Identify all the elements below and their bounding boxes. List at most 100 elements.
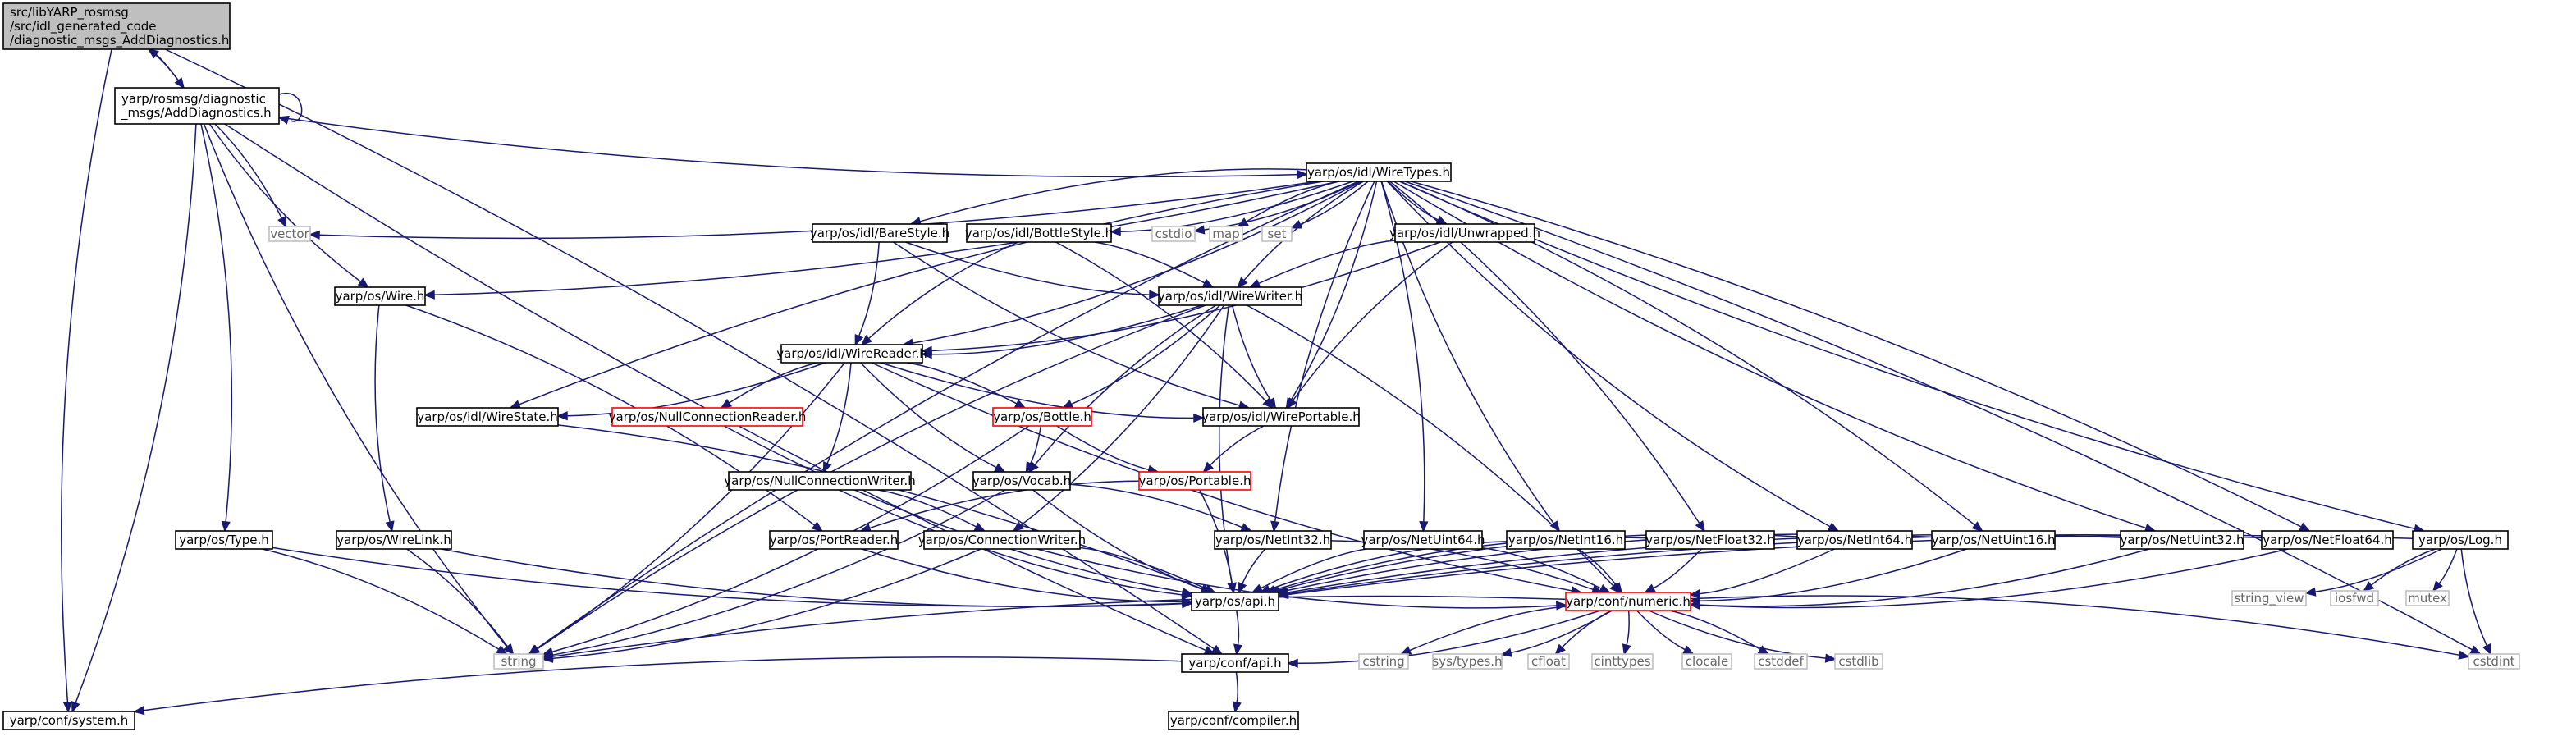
node-label: map [1212,226,1239,241]
edge-line [860,362,997,469]
edge-arrowhead [1270,520,1280,533]
edge-line [1699,548,1835,595]
node-conf_api[interactable]: yarp/conf/api.h [1181,653,1289,673]
node-netuint32[interactable]: yarp/os/NetUint32.h [2120,530,2244,550]
edge-line [1036,548,1558,609]
node-label: yarp/os/idl/BareStyle.h [810,226,949,240]
edge-line [374,304,391,523]
node-wireportable[interactable]: yarp/os/idl/WirePortable.h [1201,407,1361,427]
edge-line [2460,548,2487,647]
node-box [1138,471,1251,491]
node-cinttypes: cinttypes [1591,653,1654,670]
dependency-edge-wirereader-to-nullconnwriter [822,362,852,473]
node-netint16[interactable]: yarp/os/NetInt16.h [1506,530,1626,550]
edge-arrowhead [1013,399,1027,409]
dependency-edge-wiretypes-to-wirewriter [1237,181,1364,289]
node-portreader[interactable]: yarp/os/PortReader.h [769,530,899,550]
node-label: yarp/os/NetInt32.h [1215,533,1330,547]
node-cstdlib: cstdlib [1834,653,1883,670]
node-box [1214,530,1332,550]
edge-arrowhead [2432,580,2443,592]
node-nullconnwriter[interactable]: yarp/os/NullConnectionWriter.h [724,471,916,491]
node-netint64[interactable]: yarp/os/NetInt64.h [1796,530,1913,550]
dependency-edge-conf_api-to-conf_system [133,656,1183,716]
node-label: yarp/os/NetFloat64.h [2263,533,2392,547]
edge-arrowhead [1622,643,1631,656]
dependency-edge-barestyle-to-wireportable [893,241,1251,410]
node-connwriter[interactable]: yarp/os/ConnectionWriter.h [918,530,1086,550]
node-netfloat64[interactable]: yarp/os/NetFloat64.h [2261,530,2394,550]
node-type[interactable]: yarp/os/Type.h [175,530,273,550]
edge-line [1020,304,1225,526]
node-portable[interactable]: yarp/os/Portable.h [1138,471,1251,491]
node-label: iosfwd [2335,591,2374,606]
node-bottlestyle[interactable]: yarp/os/idl/BottleStyle.h [965,223,1113,243]
dependency-edge-numeric-to-cstddef [1669,610,1770,656]
dependency-edge-wirewriter-to-wireportable [1231,304,1277,409]
node-os_api[interactable]: yarp/os/api.h [1191,592,1279,611]
node-vocab[interactable]: yarp/os/Vocab.h [972,471,1071,491]
edge-line [858,241,880,337]
edge-arrowhead [2458,650,2470,660]
edge-arrowhead [309,230,320,240]
node-conf_system[interactable]: yarp/conf/system.h [2,711,135,730]
edge-line [880,362,1195,419]
edge-arrowhead [496,645,508,656]
node-wirelink[interactable]: yarp/os/WireLink.h [336,530,452,550]
node-label: cfloat [1531,654,1566,669]
node-unwrapped[interactable]: yarp/os/idl/Unwrapped.h [1389,223,1540,243]
node-netuint16[interactable]: yarp/os/NetUint16.h [1931,530,2056,550]
node-barestyle[interactable]: yarp/os/idl/BareStyle.h [810,223,949,243]
node-wirewriter[interactable]: yarp/os/idl/WireWriter.h [1158,286,1302,306]
node-netuint64[interactable]: yarp/os/NetUint64.h [1361,530,1485,550]
edge-line [919,168,1307,222]
node-compiler[interactable]: yarp/conf/compiler.h [1168,711,1299,730]
node-bottle[interactable]: yarp/os/Bottle.h [992,407,1092,427]
dependency-edge-wireportable-to-portable [1202,425,1265,473]
node-box [1202,407,1360,427]
dependency-edge-wirewriter-to-wirereader [921,304,1202,359]
node-box [1834,653,1883,670]
dependency-edge-log-to-mutex [2432,548,2458,592]
edge-line [1699,548,2289,609]
edge-arrowhead [221,520,231,533]
edge-line [1690,595,2460,656]
dependency-edge-root-to-conf_api [164,48,1224,656]
node-label: yarp/os/idl/Unwrapped.h [1389,226,1540,240]
node-wirestate[interactable]: yarp/os/idl/WireState.h [416,407,559,427]
edge-line [1209,425,1265,466]
node-label: yarp/os/idl/WireState.h [417,409,557,424]
edge-arrowhead [1290,220,1302,229]
node-box [1358,653,1409,670]
edge-line [877,489,977,528]
edge-line [61,48,112,703]
node-box [1191,592,1279,611]
dependency-edge-wiretypes-to-netint32 [1270,181,1375,533]
node-netint32[interactable]: yarp/os/NetInt32.h [1214,530,1332,550]
edge-line [724,425,1183,593]
node-add_h[interactable]: yarp/rosmsg/diagnostic_msgs/AddDiagnosti… [114,87,280,125]
edge-arrowhead [277,215,287,228]
node-box [2120,530,2244,550]
node-box [1432,653,1503,670]
node-wirereader[interactable]: yarp/os/idl/WireReader.h [776,344,927,364]
edge-line [536,304,1206,650]
node-label: yarp/os/NetInt64.h [1797,533,1912,547]
edge-arrowhead [1419,521,1429,533]
edge-line [1260,548,1367,589]
dependency-edge-wirelink-to-string [406,548,515,656]
node-netfloat32[interactable]: yarp/os/NetFloat32.h [1645,530,1775,550]
node-box [1306,162,1452,182]
node-box [1754,653,1808,670]
dependency-edge-numeric-to-conf_api [1287,610,1601,668]
node-numeric[interactable]: yarp/conf/numeric.h [1565,592,1691,611]
node-wiretypes[interactable]: yarp/os/idl/WireTypes.h [1306,162,1452,182]
dependency-edge-wiretypes-to-netuint64 [1380,181,1429,533]
node-log[interactable]: yarp/os/Log.h [2412,530,2509,550]
edge-arrowhead [822,460,832,473]
edge-arrowhead [1061,400,1074,409]
node-nullconnreader[interactable]: yarp/os/NullConnectionReader.h [609,407,807,427]
edge-arrowhead [1695,520,1705,533]
node-wire[interactable]: yarp/os/Wire.h [334,286,426,306]
